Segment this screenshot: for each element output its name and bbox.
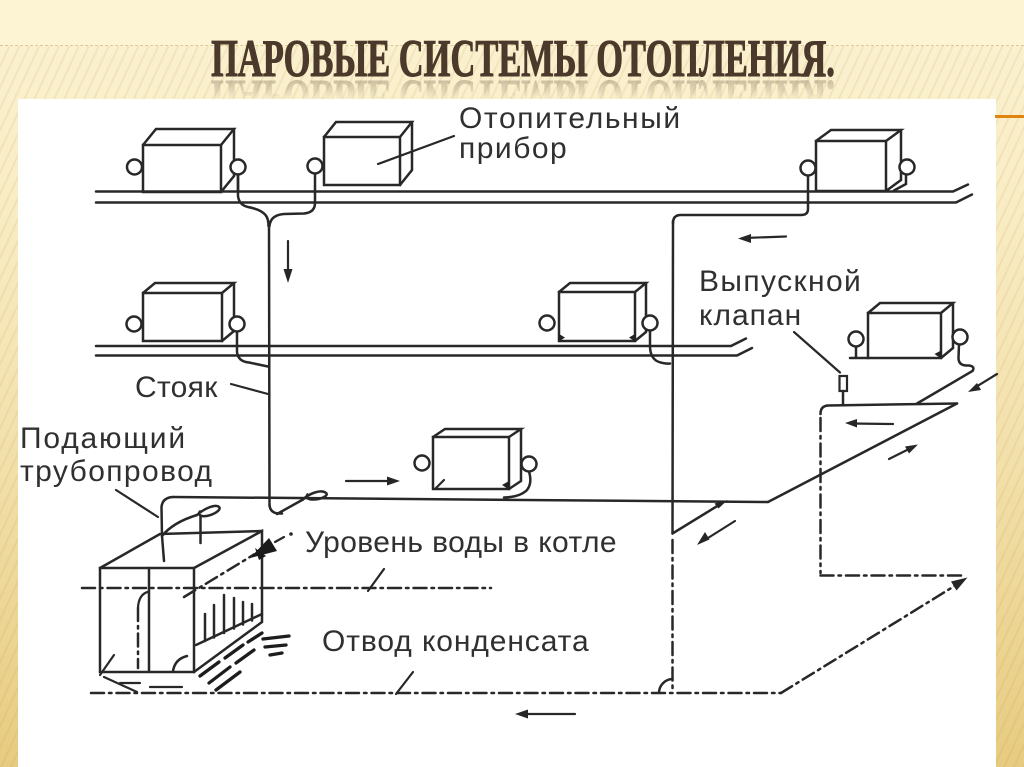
svg-text:Стояк: Стояк: [135, 371, 218, 404]
svg-text:трубопровод: трубопровод: [20, 455, 213, 488]
svg-text:прибор: прибор: [459, 132, 568, 165]
svg-text:Подающий: Подающий: [20, 422, 187, 455]
svg-text:Отвод конденсата: Отвод конденсата: [322, 625, 590, 658]
svg-text:Выпускной: Выпускной: [699, 265, 862, 298]
svg-text:клапан: клапан: [699, 299, 802, 332]
svg-text:Уровень воды в котле: Уровень воды в котле: [305, 526, 617, 559]
svg-text:Отопительный: Отопительный: [459, 102, 682, 135]
